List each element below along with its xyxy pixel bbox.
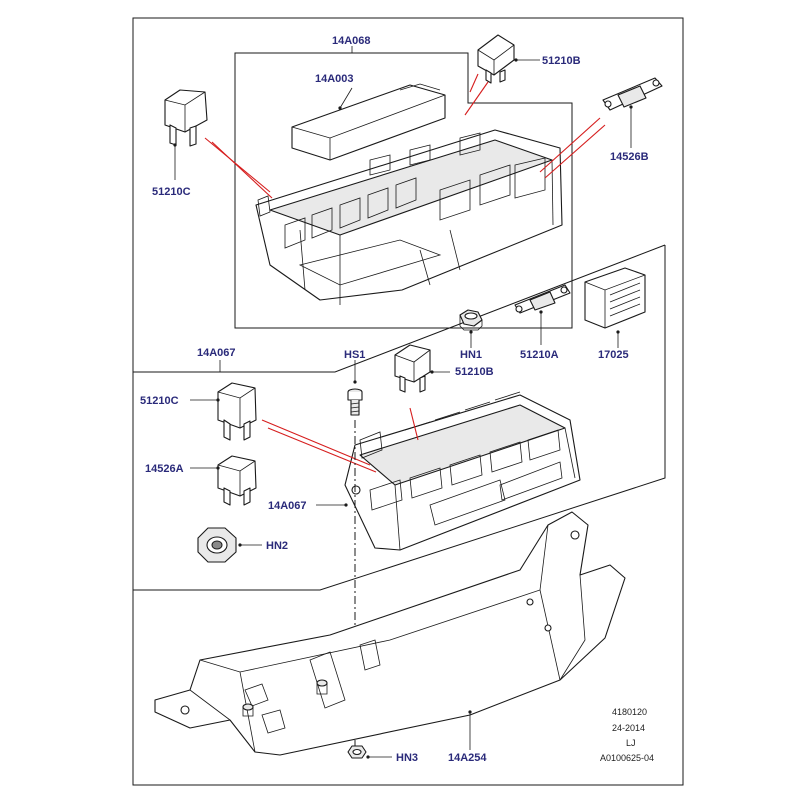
callout-14a067-box: 14A067 <box>268 500 307 512</box>
callout-51210b-mid: 51210B <box>455 366 494 378</box>
fuse-51210b-top <box>477 34 515 84</box>
reference-line-2: 24-2014 <box>612 723 645 733</box>
reference-line-4: A0100625-04 <box>600 753 654 763</box>
fuse-51210c-lower <box>217 382 257 441</box>
callout-51210c-lower: 51210C <box>140 395 179 407</box>
nut-hn2 <box>197 527 237 563</box>
callout-14a067-upper: 14A067 <box>197 347 236 359</box>
callout-14526a: 14526A <box>145 463 184 475</box>
upper-leaders <box>173 46 633 180</box>
callout-hs1: HS1 <box>344 349 365 361</box>
bottom-leaders <box>366 710 472 759</box>
lower-assembly-frame <box>132 244 666 591</box>
callout-14a003: 14A003 <box>315 73 354 85</box>
link-14526b <box>602 77 663 111</box>
callout-17025: 17025 <box>598 349 629 361</box>
nut-hn3 <box>347 745 367 759</box>
reference-line-1: 4180120 <box>612 707 647 717</box>
callout-14a254: 14A254 <box>448 752 487 764</box>
callout-hn3: HN3 <box>396 752 418 764</box>
mounting-bracket-14a254 <box>154 511 626 756</box>
link-51210a <box>514 284 571 314</box>
callout-51210b-top: 51210B <box>542 55 581 67</box>
screw-hs1 <box>347 388 363 416</box>
lower-red-indicators <box>261 407 419 473</box>
callout-14a068: 14A068 <box>332 35 371 47</box>
lower-leaders <box>190 310 620 547</box>
fuse-51210b-middle <box>394 344 431 393</box>
callout-51210a: 51210A <box>520 349 559 361</box>
callout-hn1: HN1 <box>460 349 482 361</box>
upper-assembly-bracket-frame <box>234 52 573 329</box>
upper-red-indicators <box>204 73 606 199</box>
callout-14526b: 14526B <box>610 151 649 163</box>
fuse-51210c-left <box>164 89 208 147</box>
fuse-14526a-lower <box>217 455 257 506</box>
fuse-box-cover <box>291 83 446 161</box>
callout-hn2: HN2 <box>266 540 288 552</box>
relay-17025 <box>584 267 646 329</box>
reference-line-3: LJ <box>626 738 636 748</box>
callout-51210c-left: 51210C <box>152 186 191 198</box>
lower-fuse-box <box>344 391 581 551</box>
nut-hn1 <box>459 309 483 331</box>
upper-fuse-box <box>255 129 563 305</box>
